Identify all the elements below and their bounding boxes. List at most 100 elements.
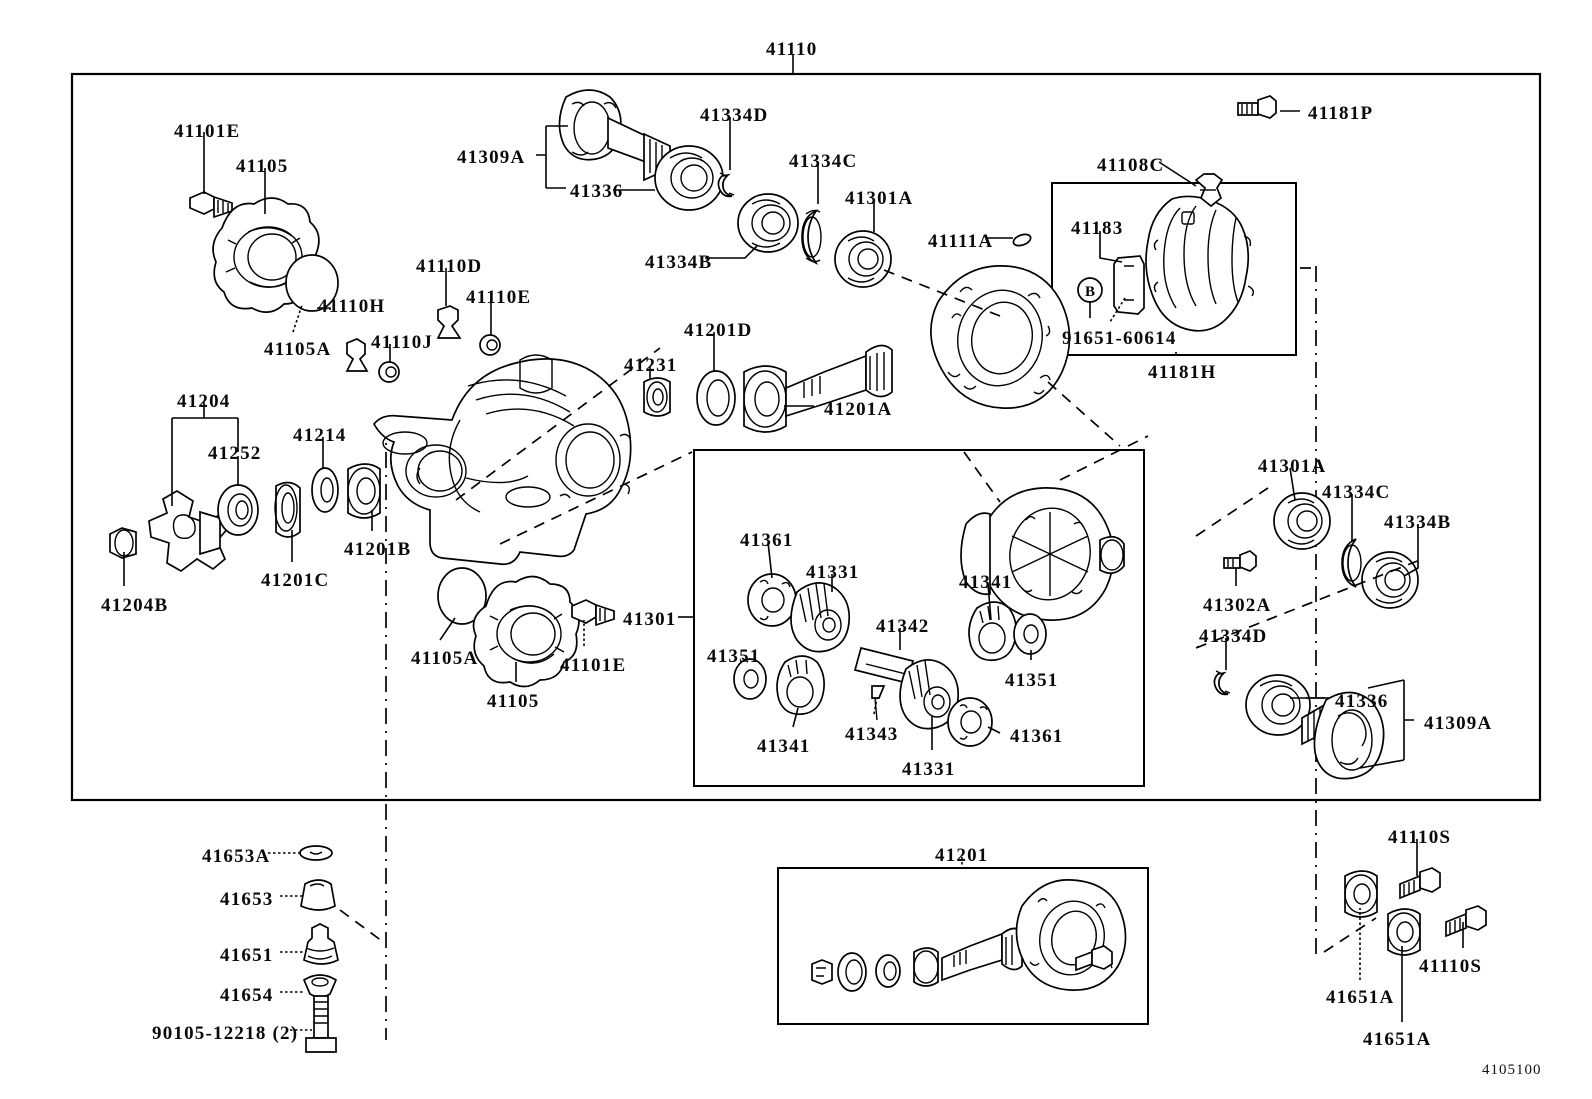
part-label-41654: 41654 xyxy=(220,985,274,1006)
part-label-41110J: 41110J xyxy=(371,332,434,353)
part-label-41651A: 41651A xyxy=(1363,1029,1432,1050)
part-41181P-bolt xyxy=(1237,95,1277,119)
part-label-41101E: 41101E xyxy=(174,121,241,142)
part-41361-washer-2 xyxy=(947,697,993,747)
part-41336-oilseal-right xyxy=(1245,674,1311,736)
part-41331-sidegear-2 xyxy=(899,659,960,730)
part-label-41342: 41342 xyxy=(876,616,930,637)
part-41331-sidegear-1 xyxy=(790,582,851,653)
part-41351-washer-2 xyxy=(1013,613,1047,655)
part-41201A-bearing xyxy=(743,365,787,433)
part-41201D-oilseal xyxy=(696,370,736,426)
part-label-41361: 41361 xyxy=(740,530,794,551)
part-41110E-washer xyxy=(479,334,501,356)
diagram-corner-code: 4105100 xyxy=(1482,1062,1542,1078)
part-41108C-breather xyxy=(1194,173,1224,208)
part-label-41110H: 41110H xyxy=(318,296,386,317)
part-label-41105: 41105 xyxy=(487,691,540,712)
part-41231-bush xyxy=(643,377,671,417)
part-label-41181H: 41181H xyxy=(1148,362,1217,383)
part-label-41110D: 41110D xyxy=(416,256,483,277)
part-41105-cover-lower xyxy=(472,575,580,688)
ref-dash-mount xyxy=(339,909,387,945)
part-label-41361: 41361 xyxy=(1010,726,1064,747)
part-41110S-bolt-1 xyxy=(1399,867,1441,900)
part-41654-washer xyxy=(302,974,338,998)
part-41101E-bolt-top xyxy=(189,191,233,219)
part-41334D-snapring-right xyxy=(1213,670,1231,696)
part-41361-washer-1 xyxy=(747,573,797,627)
ref-dash-housing-lower-2 xyxy=(499,451,693,545)
part-differential-housing xyxy=(372,354,632,566)
part-label-41334D: 41334D xyxy=(1199,626,1268,647)
part-label-41204: 41204 xyxy=(177,391,231,412)
part-41201B-bearing xyxy=(347,463,381,519)
part-41110D-plug xyxy=(436,305,462,339)
part-label-41351: 41351 xyxy=(1005,670,1059,691)
part-41201-group-artwork xyxy=(811,879,1127,992)
part-41301A-bearing-right xyxy=(1273,492,1331,550)
part-label-41105A: 41105A xyxy=(264,339,332,360)
part-41110H-oring-top xyxy=(285,254,339,312)
ref-dash-carrier-right xyxy=(1047,381,1121,447)
leader-41341-1 xyxy=(792,707,799,728)
leader-41341-2 xyxy=(987,583,992,621)
part-41341-piniongear-1 xyxy=(776,655,825,716)
part-41651A-bush-1 xyxy=(1344,870,1378,918)
inset-box-41301 xyxy=(693,449,1145,787)
part-pinion-shaft xyxy=(785,344,893,418)
part-label-41183: 41183 xyxy=(1071,218,1124,239)
part-label-41334C: 41334C xyxy=(789,151,858,172)
leader-41361-1 xyxy=(767,541,773,579)
part-label-41651A: 41651A xyxy=(1326,987,1395,1008)
part-90105-bolt xyxy=(305,995,337,1053)
part-41334B-bearing-right xyxy=(1361,551,1419,609)
part-label-41334D: 41334D xyxy=(700,105,769,126)
svg-text:B: B xyxy=(1085,284,1095,300)
part-41334C-snapring-right xyxy=(1341,538,1362,588)
ref-dash-bottom-right xyxy=(1323,917,1377,953)
part-label-41252: 41252 xyxy=(208,443,262,464)
part-label-41201B: 41201B xyxy=(344,539,412,560)
leader-41301A-right xyxy=(1289,467,1296,501)
part-label-41110S: 41110S xyxy=(1419,956,1483,977)
part-41334C-snapring-top xyxy=(801,209,822,265)
ref-dash-top-right xyxy=(883,269,1001,317)
part-label-41653A: 41653A xyxy=(202,846,271,867)
ref-dash-inset301-topright xyxy=(1059,435,1149,481)
ref-dash-housing-lower xyxy=(455,347,661,501)
part-label-41302A: 41302A xyxy=(1203,595,1272,616)
main-frame xyxy=(70,72,1542,802)
part-41183-plate xyxy=(1113,255,1145,315)
part-41105A-oring-lower xyxy=(437,567,487,625)
part-label-41201C: 41201C xyxy=(261,570,330,591)
part-label-41341: 41341 xyxy=(959,572,1013,593)
part-label-41309A: 41309A xyxy=(1424,713,1493,734)
bracket-41204 xyxy=(171,402,239,506)
part-41252-washer xyxy=(217,484,259,536)
part-label-41331: 41331 xyxy=(806,562,860,583)
part-41110J-washer xyxy=(378,361,400,383)
leader-41351-1 xyxy=(741,657,749,663)
leader-41361-2 xyxy=(987,726,1001,734)
part-41204B-nut xyxy=(109,527,137,559)
part-41309A-flange-right xyxy=(1301,691,1385,780)
ref-dash-right-lower xyxy=(1195,559,1421,649)
part-label-41181P: 41181P xyxy=(1308,103,1374,124)
part-41110H-plug-left xyxy=(345,338,369,372)
part-41302A-bolt xyxy=(1223,550,1257,572)
part-label-41105: 41105 xyxy=(236,156,289,177)
part-41111A-plug xyxy=(1012,233,1032,247)
part-label-41336: 41336 xyxy=(570,181,624,202)
part-41309A-flange-top xyxy=(558,89,671,182)
leader-41108C xyxy=(1158,161,1197,187)
bracket-41309A-right xyxy=(1359,679,1414,769)
inset-box-41201 xyxy=(777,867,1149,1025)
symbol-B-circle: B xyxy=(1077,277,1103,303)
part-41301A-bearing-top xyxy=(834,230,892,288)
part-41653A-plate xyxy=(299,845,333,861)
leader-41110H xyxy=(317,307,331,310)
part-label-41341: 41341 xyxy=(757,736,811,757)
part-41651-mount xyxy=(303,923,339,965)
